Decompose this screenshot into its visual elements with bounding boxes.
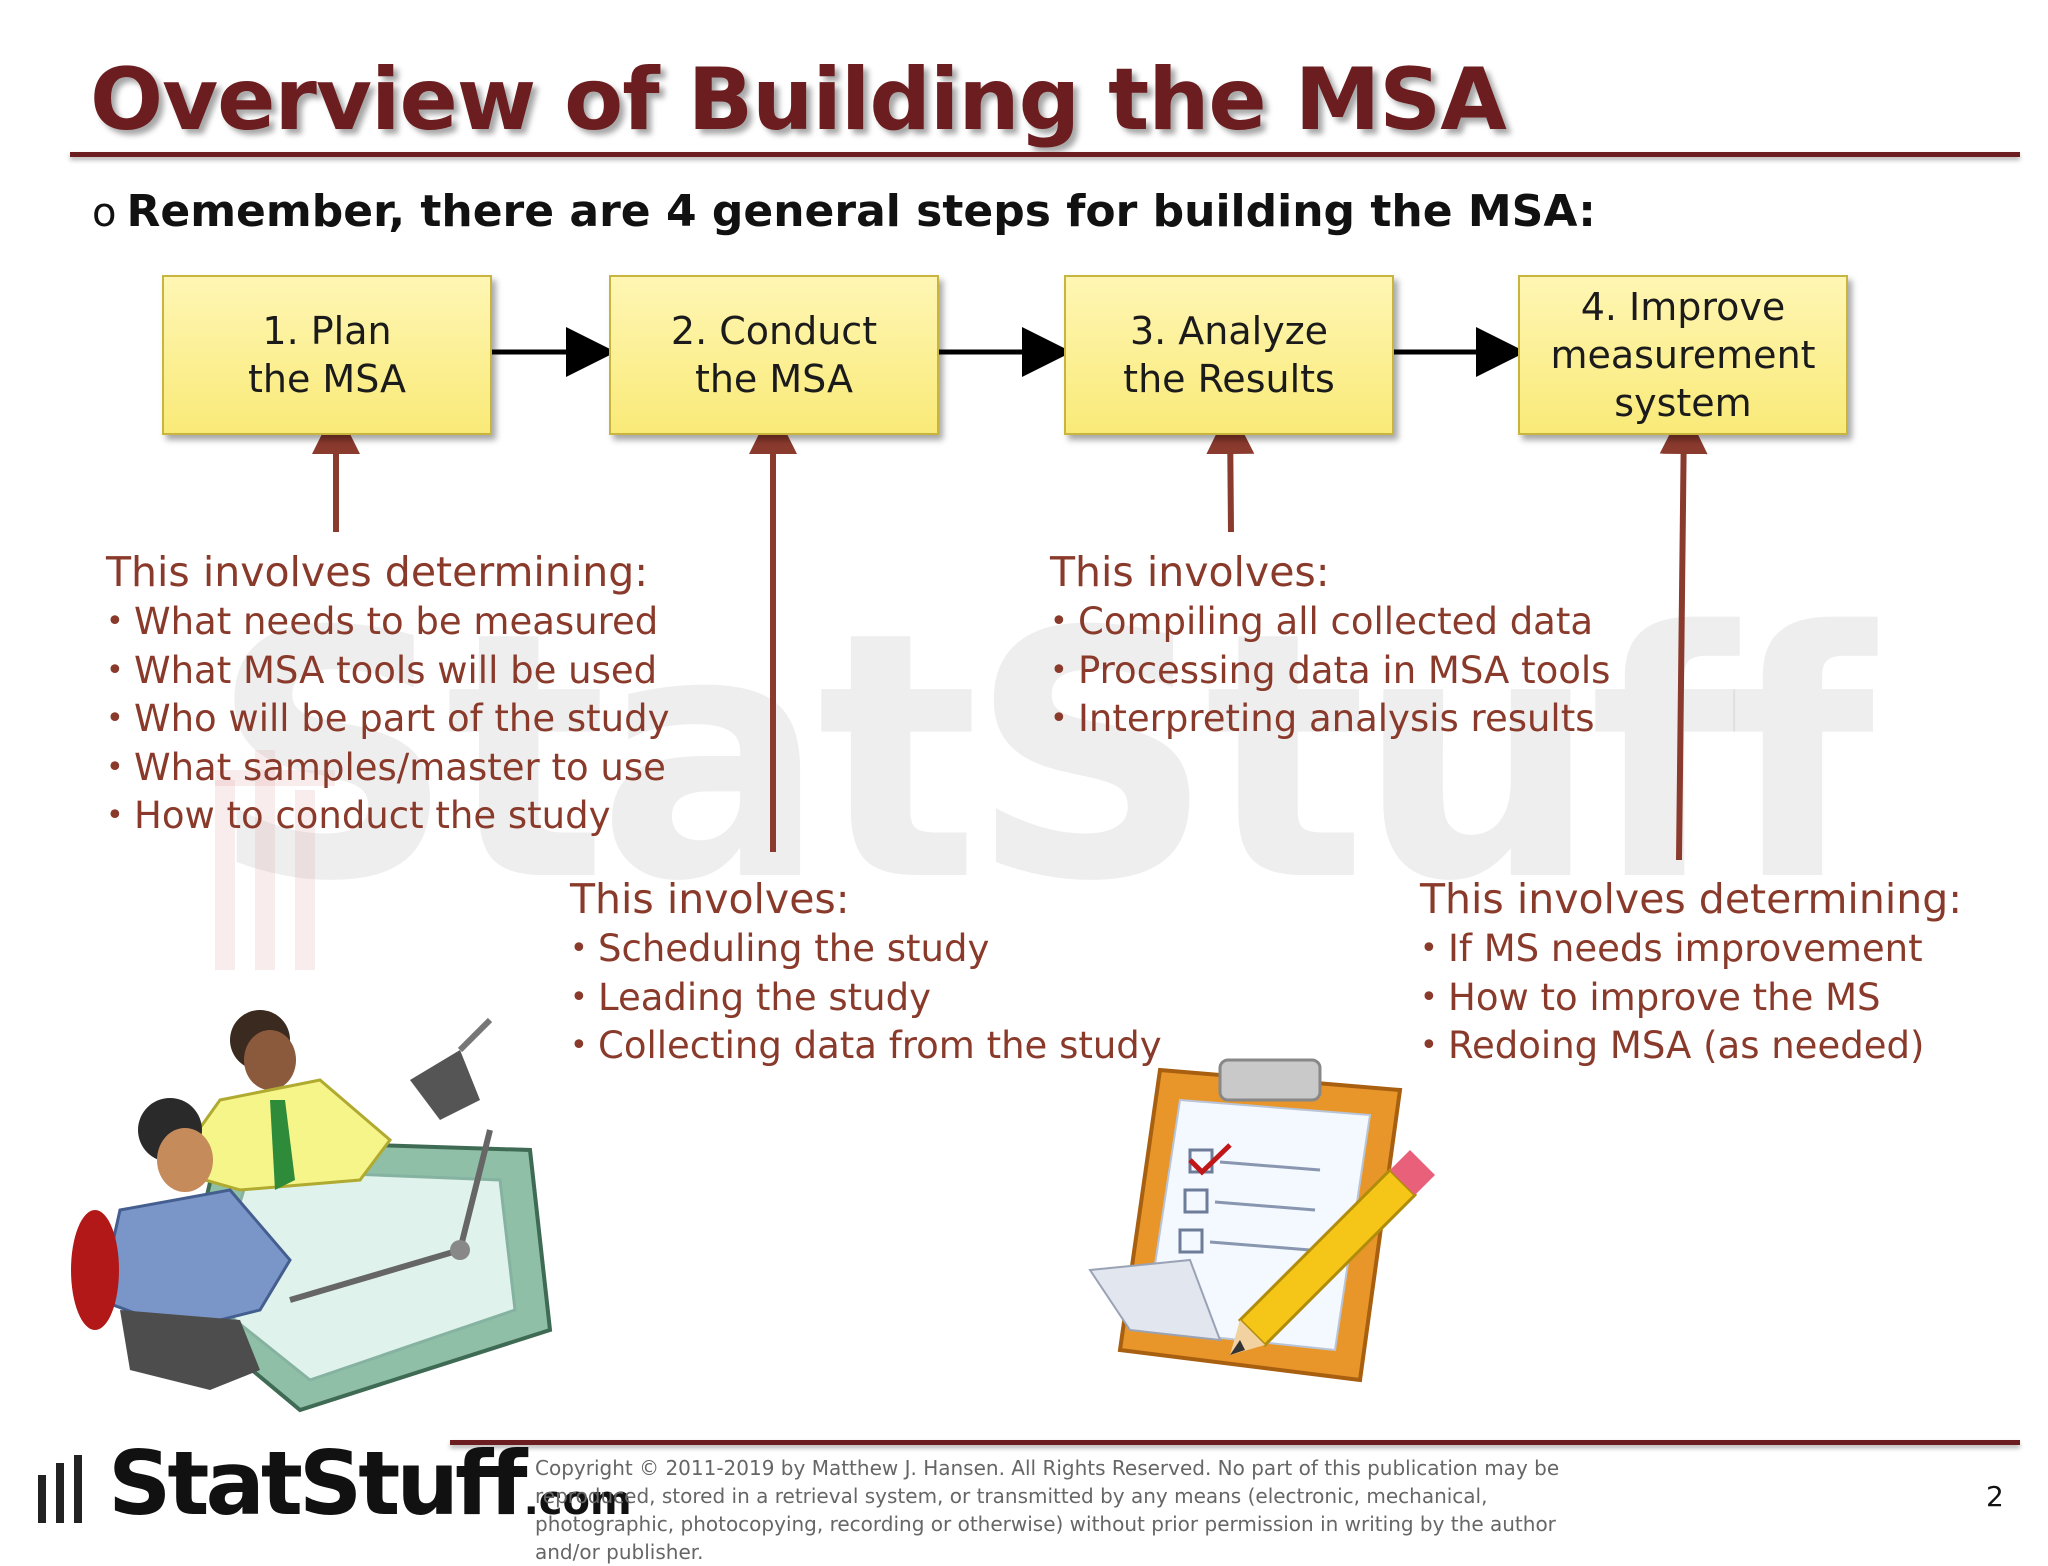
detail-conduct: This involves: Scheduling the study Lead… xyxy=(570,873,1162,1071)
step-label: 1. Plan the MSA xyxy=(247,309,407,401)
step-label: 2. Conduct the MSA xyxy=(670,309,878,401)
detail-improve: This involves determining: If MS needs i… xyxy=(1420,873,1962,1071)
step-label: 3. Analyze the Results xyxy=(1123,309,1335,401)
detail-item: What MSA tools will be used xyxy=(106,647,669,696)
detail-item: If MS needs improvement xyxy=(1420,925,1962,974)
clipboard-checklist-pencil-clipart xyxy=(1088,1058,1435,1383)
page-title: Overview of Building the MSA xyxy=(90,50,1507,150)
detail-analyze: This involves: Compiling all collected d… xyxy=(1050,546,1610,744)
step-box-improve: 4. Improve measurement system xyxy=(1518,275,1848,435)
detail-item: Who will be part of the study xyxy=(106,695,669,744)
detail-heading: This involves determining: xyxy=(106,548,649,596)
logo-text: StatStuff xyxy=(108,1432,528,1535)
detail-item: What samples/master to use xyxy=(106,744,669,793)
arrow-detail3-to-step3 xyxy=(1206,406,1255,533)
detail-item: Redoing MSA (as needed) xyxy=(1420,1022,1962,1071)
detail-heading: This involves: xyxy=(1050,548,1330,596)
detail-item: How to conduct the study xyxy=(106,792,669,841)
engineers-drafting-clipart xyxy=(71,1010,553,1413)
detail-item: Collecting data from the study xyxy=(570,1022,1162,1071)
detail-item: Compiling all collected data xyxy=(1050,598,1610,647)
logo-bars-icon xyxy=(38,1455,82,1523)
footer-divider xyxy=(450,1440,2020,1445)
copyright-notice: Copyright © 2011-2019 by Matthew J. Hans… xyxy=(535,1456,1560,1564)
intro-text: Remember, there are 4 general steps for … xyxy=(126,186,1596,237)
step-box-plan: 1. Plan the MSA xyxy=(162,275,492,435)
detail-item: Interpreting analysis results xyxy=(1050,695,1610,744)
detail-heading: This involves: xyxy=(570,875,850,923)
statstuff-logo: StatStuff.com xyxy=(108,1432,632,1535)
step-box-conduct: 2. Conduct the MSA xyxy=(609,275,939,435)
detail-plan: This involves determining: What needs to… xyxy=(106,546,669,841)
arrow-detail4-to-step4 xyxy=(1659,406,1708,861)
detail-item: Processing data in MSA tools xyxy=(1050,647,1610,696)
detail-heading: This involves determining: xyxy=(1420,875,1963,923)
step-label: 4. Improve measurement system xyxy=(1550,285,1816,425)
intro-bullet-marker: o xyxy=(92,190,117,236)
logo-suffix: .com xyxy=(523,1478,632,1524)
detail-item: How to improve the MS xyxy=(1420,974,1962,1023)
page-number: 2 xyxy=(1986,1480,2004,1513)
step-box-analyze: 3. Analyze the Results xyxy=(1064,275,1394,435)
detail-item: Leading the study xyxy=(570,974,1162,1023)
detail-item: What needs to be measured xyxy=(106,598,669,647)
title-divider xyxy=(70,152,2020,157)
detail-item: Scheduling the study xyxy=(570,925,1162,974)
